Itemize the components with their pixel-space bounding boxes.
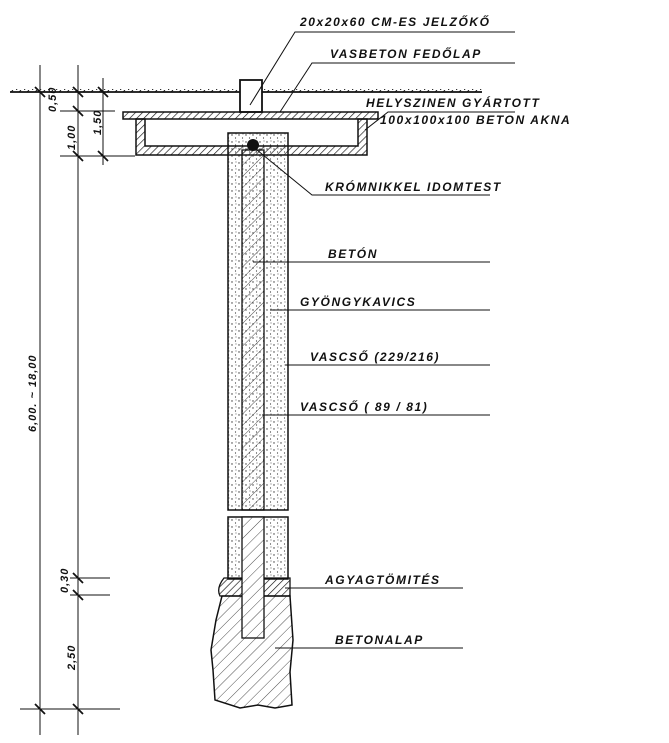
chrome-nickel-fitting: [247, 139, 259, 151]
concrete-foundation: [210, 595, 294, 709]
dimension-labels: 0,50 1,00 1,50 6,00. ~ 18,00 0,30 2,50: [27, 87, 104, 671]
label-concrete: BETÓN: [328, 246, 378, 261]
dim-0-30: 0,30: [59, 568, 71, 593]
leader-lines: [249, 31, 515, 649]
dim-1-50: 1,50: [92, 110, 104, 135]
label-foundation: BETONALAP: [335, 633, 424, 647]
label-manhole: 100x100x100 BETON AKNA: [380, 113, 571, 127]
labels: 20x20x60 CM-ES JELZŐKŐ VASBETON FEDŐLAP …: [299, 14, 571, 647]
label-inner-pipe: VASCSŐ ( 89 / 81): [300, 399, 428, 414]
label-marker-stone: 20x20x60 CM-ES JELZŐKŐ: [299, 14, 491, 29]
dim-0-50: 0,50: [47, 87, 59, 112]
label-fitting: KRÓMNIKKEL IDOMTEST: [325, 179, 502, 194]
label-outer-pipe: VASCSŐ (229/216): [310, 349, 440, 364]
dim-1-00: 1,00: [66, 125, 78, 150]
label-gravel: GYÖNGYKAVICS: [300, 294, 416, 309]
label-cover-plate: VASBETON FEDŐLAP: [330, 46, 482, 61]
label-clay-seal: AGYAGTÖMITÉS: [324, 572, 441, 587]
dim-2-50: 2,50: [66, 645, 78, 671]
cover-plate: [122, 111, 379, 120]
manhole-box: [135, 118, 368, 156]
dim-depth: 6,00. ~ 18,00: [27, 354, 39, 432]
column-lower: [210, 516, 294, 709]
label-site-made: HELYSZINEN GYÁRTOTT: [366, 95, 540, 110]
dimension-lines: [20, 65, 135, 735]
marker-stone: [239, 79, 263, 113]
column-upper: [227, 132, 289, 511]
